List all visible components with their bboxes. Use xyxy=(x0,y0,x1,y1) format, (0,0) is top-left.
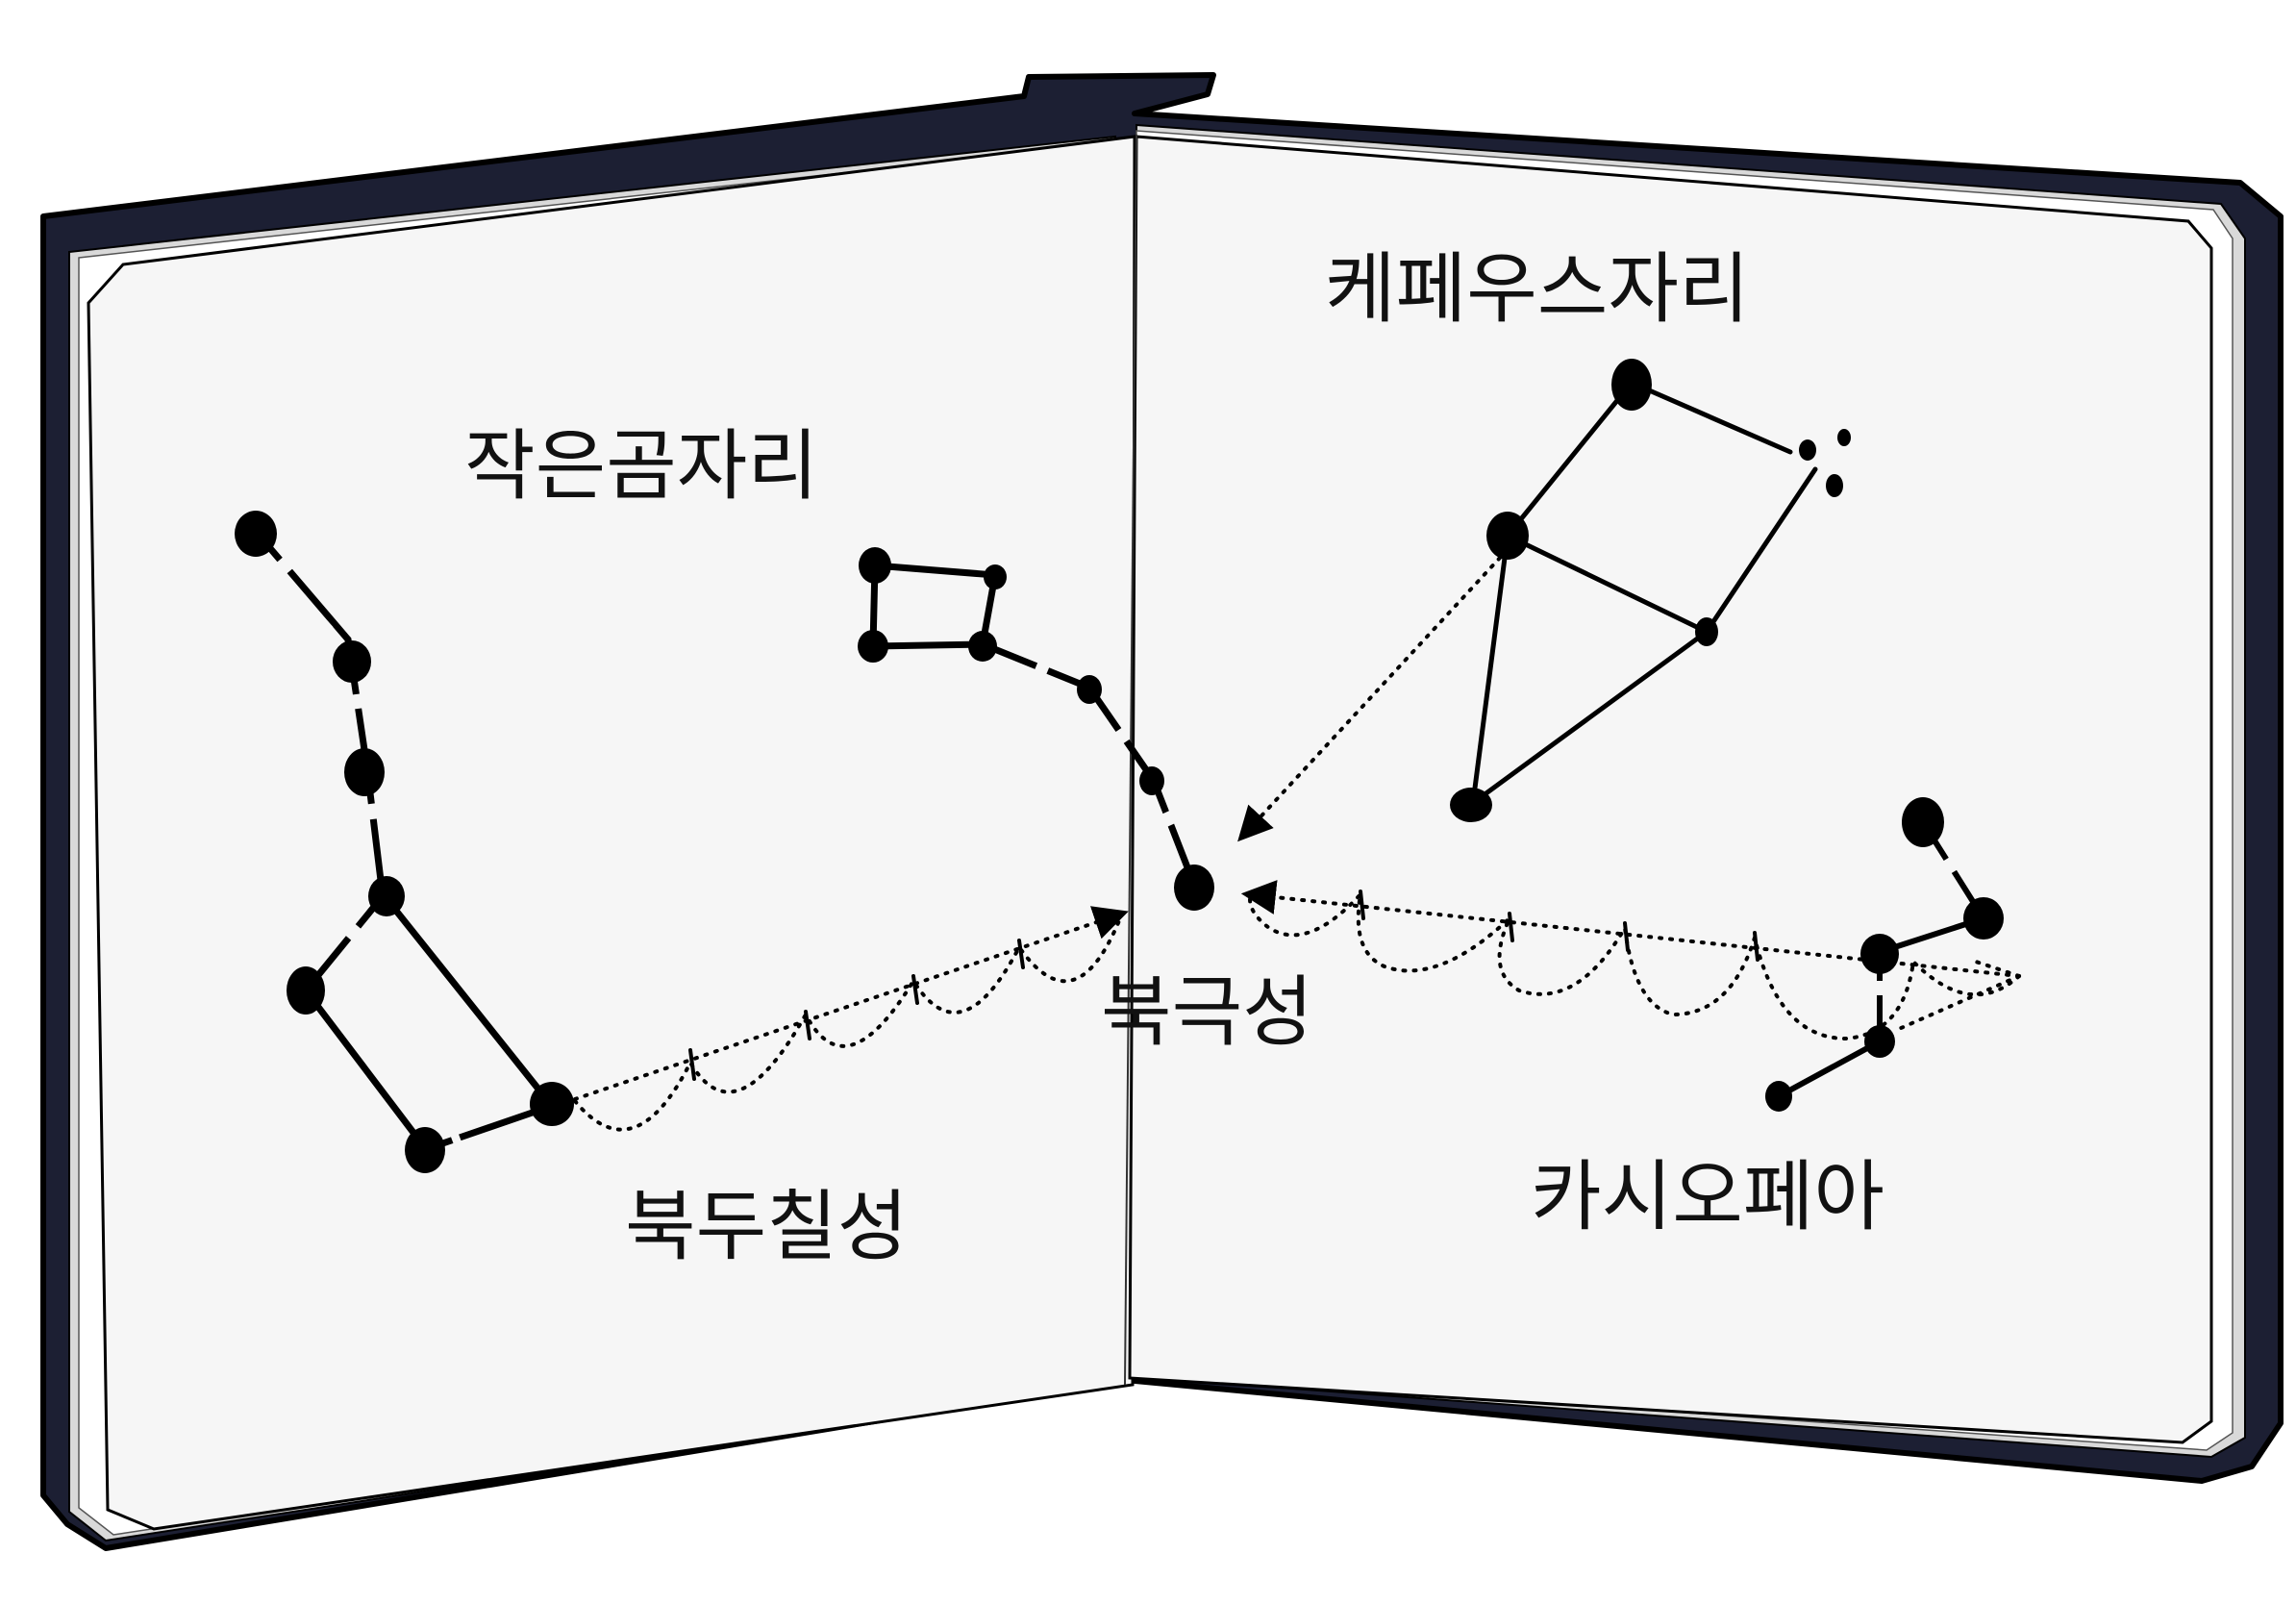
cepheus-guide-line xyxy=(1237,556,1502,842)
ursa-minor-label: 작은곰자리 xyxy=(464,421,818,511)
polaris-star xyxy=(1174,865,1214,911)
polaris-label: 북극성 xyxy=(1101,967,1313,1057)
cassiopeia-star xyxy=(1902,797,1944,847)
big-dipper-guide-line xyxy=(573,906,1129,1101)
big-dipper-label: 북두칠성 xyxy=(625,1182,908,1271)
cepheus-star xyxy=(1695,617,1718,646)
left-page xyxy=(87,135,1136,1531)
cassiopeia-star xyxy=(1860,934,1899,974)
cepheus-star xyxy=(1826,474,1843,497)
big-dipper-star xyxy=(287,966,325,1015)
little-dipper-star xyxy=(1139,766,1164,795)
big-dipper-star xyxy=(344,748,385,796)
big-dipper-star xyxy=(405,1127,445,1173)
cassiopeia-guide-line xyxy=(1240,880,2021,978)
little-dipper-star xyxy=(859,547,891,584)
cepheus-star xyxy=(1799,439,1816,461)
big-dipper-star xyxy=(368,876,405,916)
cepheus-constellation xyxy=(1470,380,1818,806)
cassiopeia-label: 카시오페아 xyxy=(1531,1152,1884,1241)
cepheus-star xyxy=(1837,429,1851,446)
big-dipper-star xyxy=(235,511,277,557)
cepheus-star xyxy=(1611,359,1652,411)
little-dipper-star xyxy=(968,631,997,662)
little-dipper-star xyxy=(858,630,888,663)
cepheus-star xyxy=(1450,788,1492,822)
book-spine xyxy=(1124,134,1137,1386)
cassiopeia-guide-to-star xyxy=(1897,960,2021,1031)
cepheus-label: 케페우스자리 xyxy=(1325,244,1750,334)
cassiopeia-star xyxy=(1963,897,2004,940)
little-dipper-star xyxy=(1077,675,1102,704)
cassiopeia-star xyxy=(1765,1081,1792,1112)
cepheus-star xyxy=(1486,512,1529,560)
big-dipper-star xyxy=(530,1082,574,1126)
big-dipper-star xyxy=(333,640,371,683)
cassiopeia-star xyxy=(1864,1025,1895,1058)
right-page xyxy=(1128,135,2213,1444)
little-dipper-star xyxy=(984,564,1007,589)
